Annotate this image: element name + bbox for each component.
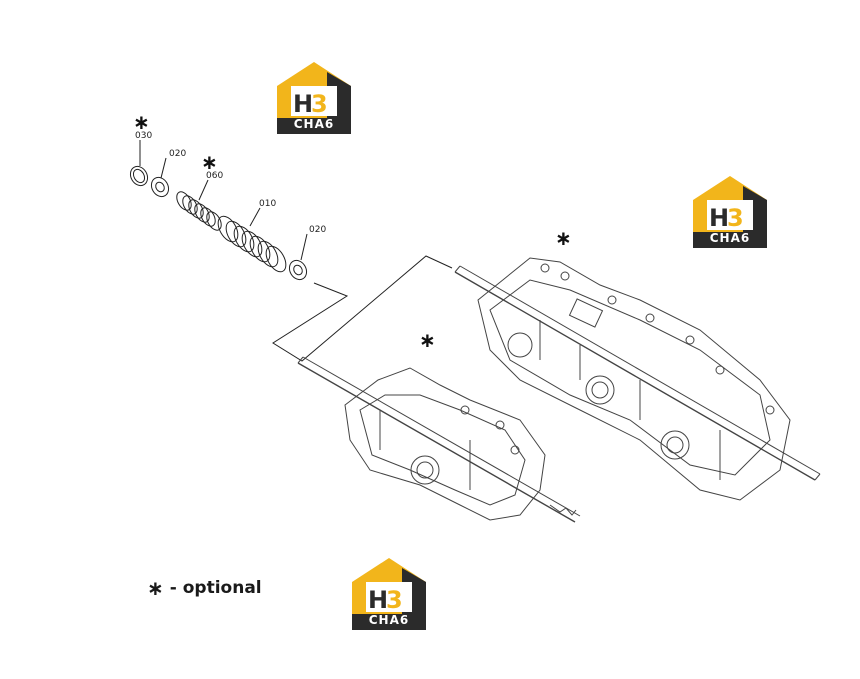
spring-assembly	[129, 140, 308, 281]
spring-060	[176, 191, 222, 231]
svg-text:3: 3	[727, 204, 744, 232]
spring-010	[217, 215, 287, 273]
legend-text: - optional	[169, 578, 262, 598]
watermark-logo-bottom: H 3 CHA6	[348, 552, 430, 632]
label-020-bottom: 020	[309, 225, 326, 235]
label-010: 010	[259, 199, 276, 209]
control-valve-small	[297, 356, 581, 523]
house-logo-icon: H 3	[693, 176, 767, 248]
svg-text:3: 3	[311, 90, 328, 118]
optional-marker-valve-large: ∗	[555, 226, 572, 250]
assembly-bracket	[272, 255, 453, 362]
svg-text:H: H	[293, 90, 313, 118]
label-060: 060	[206, 171, 223, 181]
watermark-text: CHA6	[293, 117, 335, 131]
control-valve-large	[454, 257, 821, 501]
watermark-logo-top: H 3 CHA6	[273, 56, 355, 136]
svg-text:H: H	[709, 204, 729, 232]
optional-marker-valve-small: ∗	[419, 328, 436, 352]
watermark-text: CHA6	[368, 613, 410, 627]
house-logo-icon: H 3	[277, 62, 351, 134]
optional-marker-060: ∗	[201, 150, 218, 174]
washer-020-bottom	[288, 259, 308, 281]
retaining-ring-030	[129, 165, 149, 187]
watermark-logo-right: H 3 CHA6	[689, 170, 771, 250]
label-030: 030	[135, 131, 152, 141]
watermark-text: CHA6	[709, 231, 751, 245]
svg-text:H: H	[368, 586, 388, 614]
svg-text:3: 3	[386, 586, 403, 614]
label-020-top: 020	[169, 149, 186, 159]
legend-marker: ∗	[147, 576, 164, 600]
washer-020-top	[150, 176, 170, 198]
legend: ∗ - optional	[147, 576, 262, 600]
optional-marker-030: ∗	[133, 110, 150, 134]
house-logo-icon: H 3	[352, 558, 426, 630]
